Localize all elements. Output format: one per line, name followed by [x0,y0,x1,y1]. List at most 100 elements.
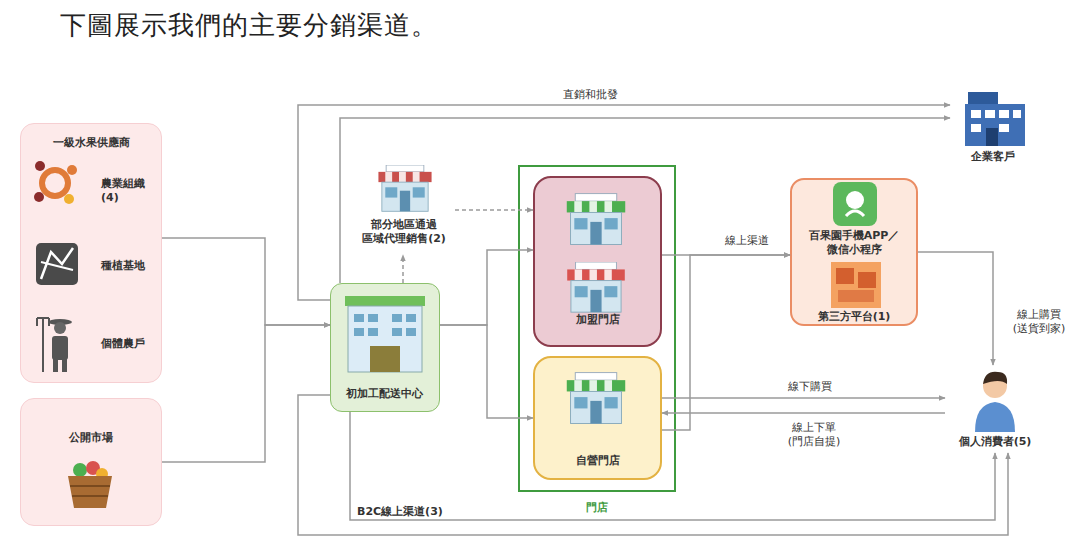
icon-shape [831,262,881,308]
icon-shape [68,476,112,508]
diagram-title: 下圖展示我們的主要分銷渠道。 [60,8,438,43]
flow-arrow [662,412,945,414]
node-label: 自營門店 [535,454,660,468]
icon-shape [392,314,402,322]
third-party-icon [831,262,881,308]
own-shop-icon [567,373,625,424]
flow-arrow [162,238,330,325]
icon-shape [858,272,876,288]
edge-label: 線下購買 [770,380,850,394]
agent-shop-icon [378,165,431,211]
node-label: 個人消費者(5) [945,435,1045,449]
icon-shape [971,110,981,118]
icon-shape [36,243,78,285]
agent-node: 部分地區通過 區域代理銷售(2) [352,160,455,255]
agri-org-icon [34,161,77,204]
icon-shape [41,248,73,279]
node-label: 加盟門店 [535,313,660,327]
icon-shape [983,372,1007,384]
edge-label: 線上購買 (送貨到家) [1003,308,1075,337]
flow-arrow [350,412,995,520]
icon-shape [968,92,998,104]
edge-label: B2C線上渠道(3) [357,505,487,519]
online-platform-box: 百果園手機APP／ 微信小程序第三方平台(1) [790,178,918,326]
flow-arrow [162,325,330,462]
icon-shape [34,192,44,202]
own-store-box: 自營門店 [533,356,662,480]
node-label: 部分地區通過 區域代理銷售(2) [355,218,453,246]
dashed-arrow [455,209,533,211]
flow-arrow [440,250,533,325]
icon-shape [368,328,378,336]
edge-label: 線上下單 (門店自提) [768,421,860,450]
icon-shape [348,306,422,372]
icon-shape [846,211,864,216]
icon-shape [846,191,864,209]
icon-shape [983,374,1007,398]
edge-label: 線上渠道 [712,234,782,248]
icon-shape [999,124,1009,132]
icon-shape [48,319,72,325]
icon-shape [37,318,49,372]
icon-shape [41,262,73,270]
node-label: 一級水果供應商 [21,136,161,150]
flow-arrow [298,395,1008,535]
franchise-store-box: 加盟門店 [533,176,662,347]
icon-shape [62,358,67,372]
icon-shape [838,290,874,302]
icon-shape [64,194,74,204]
franchise-shop-icon [567,262,625,312]
icon-shape [73,463,87,477]
icon-shape [965,104,1025,146]
icon-shape [53,358,58,372]
icon-shape [406,328,416,336]
store-group-box: 門店加盟門店自營門店 [518,165,676,492]
enterprise-node: 企業客戶 [950,88,1035,168]
icon-shape [1013,110,1021,118]
icon-shape [86,461,100,475]
flow-arrow [662,397,945,399]
icon-shape [52,336,68,360]
distribution-center-building [345,296,425,372]
market-basket-icon [68,461,112,508]
app-icon [833,182,877,226]
consumer-icon [975,372,1015,432]
enterprise-building-icon [965,92,1025,146]
icon-shape [54,322,66,334]
icon-shape [999,110,1009,118]
icon-shape [986,128,998,146]
icon-shape [975,402,1015,432]
icon-shape [985,110,995,118]
icon-shape [345,296,425,306]
icon-shape [833,182,877,226]
distribution-center-box: 初加工配送中心 [330,283,440,412]
edge-label: 直銷和批發 [540,88,640,102]
icon-shape [42,170,68,196]
node-sublabel: 個體農戶 [101,337,161,351]
node-sublabel: 種植基地 [101,259,161,273]
node-sublabel: 農業組織(4) [101,177,161,205]
node-label: 公開市場 [21,431,161,445]
node-label: 百果園手機APP／ 微信小程序 [794,229,914,257]
icon-shape [35,161,45,171]
icon-shape [836,268,854,284]
flow-arrow [440,325,533,418]
flow-arrow [662,254,790,256]
flow-arrow [298,105,950,300]
icon-shape [354,328,364,336]
icon-shape [354,314,364,322]
node-sublabel: 第三方平台(1) [792,310,916,324]
farmer-icon [37,318,72,372]
icon-shape [406,314,416,322]
icon-shape [96,468,108,480]
icon-shape [67,165,77,175]
dashed-arrow [402,255,404,283]
icon-shape [70,486,110,496]
node-label: 企業客戶 [950,150,1035,164]
map-icon [36,243,78,285]
icon-shape [971,124,981,132]
source-box: 公開市場 [20,398,162,526]
